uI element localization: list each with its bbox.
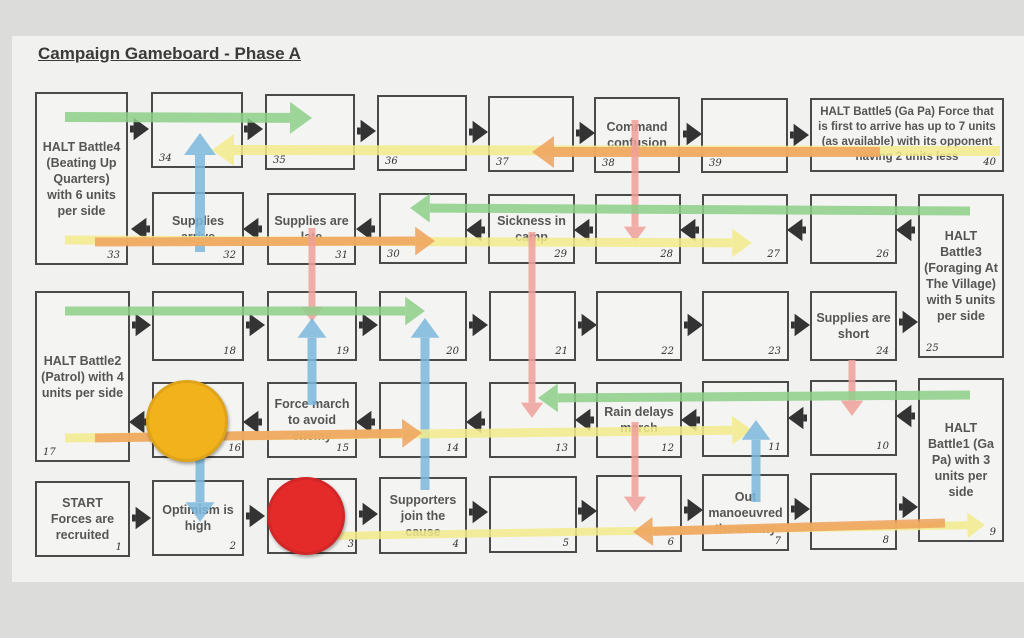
board-space-11[interactable]: 11 bbox=[702, 381, 789, 457]
board-space-33[interactable]: HALT Battle4 (Beating Up Quarters) with … bbox=[35, 92, 128, 265]
space-label: Supporters join the cause bbox=[389, 492, 457, 539]
space-number: 11 bbox=[768, 442, 781, 453]
board-space-13[interactable]: 13 bbox=[489, 382, 576, 458]
space-number: 4 bbox=[452, 539, 459, 550]
board-space-19[interactable]: 19 bbox=[267, 291, 357, 361]
space-number: 2 bbox=[229, 541, 236, 552]
board-space-25[interactable]: HALT Battle3 (Foraging At The Village) w… bbox=[918, 194, 1004, 358]
space-number: 1 bbox=[115, 542, 122, 553]
space-label: Command confusion bbox=[606, 120, 668, 150]
space-number: 29 bbox=[554, 249, 567, 260]
space-number: 17 bbox=[43, 447, 56, 458]
space-label: Supplies are late bbox=[274, 214, 349, 244]
space-label: Optimism is high bbox=[162, 503, 234, 533]
space-label: Out manoeuvred the enemy bbox=[708, 489, 783, 536]
space-label: Force march to avoid enemy bbox=[274, 397, 350, 443]
space-number: 20 bbox=[446, 346, 459, 357]
space-number: 27 bbox=[767, 249, 780, 260]
space-number: 13 bbox=[555, 443, 568, 454]
space-number: 35 bbox=[273, 155, 286, 166]
space-number: 34 bbox=[159, 153, 172, 164]
board-space-10[interactable]: 10 bbox=[810, 380, 897, 456]
space-number: 10 bbox=[876, 441, 889, 452]
space-label: HALT Battle2 (Patrol) with 4 units per s… bbox=[41, 353, 124, 400]
space-number: 38 bbox=[602, 158, 615, 169]
yellow-token[interactable] bbox=[146, 380, 228, 462]
space-number: 39 bbox=[709, 158, 722, 169]
space-number: 19 bbox=[336, 346, 349, 357]
space-number: 24 bbox=[876, 346, 889, 357]
board-space-26[interactable]: 26 bbox=[810, 194, 897, 264]
space-number: 33 bbox=[107, 250, 120, 261]
board-space-23[interactable]: 23 bbox=[702, 291, 789, 361]
board-space-39[interactable]: 39 bbox=[701, 98, 788, 173]
space-number: 36 bbox=[385, 156, 398, 167]
space-number: 16 bbox=[228, 443, 241, 454]
space-number: 22 bbox=[661, 346, 674, 357]
board-space-32[interactable]: Supplies arrive 32 bbox=[152, 192, 244, 265]
space-number: 9 bbox=[989, 527, 996, 538]
board-space-14[interactable]: 14 bbox=[379, 382, 467, 458]
space-number: 21 bbox=[555, 346, 568, 357]
space-label: HALT Battle3 (Foraging At The Village) w… bbox=[924, 229, 998, 323]
board-space-35[interactable]: 35 bbox=[265, 94, 355, 170]
board-space-30[interactable]: 30 bbox=[379, 193, 467, 264]
space-number: 30 bbox=[387, 249, 400, 260]
space-number: 14 bbox=[446, 443, 459, 454]
red-token[interactable] bbox=[267, 477, 345, 555]
board-space-12[interactable]: Rain delays march 12 bbox=[596, 382, 682, 458]
space-number: 7 bbox=[774, 536, 781, 547]
space-label: Sickness in camp bbox=[497, 214, 566, 244]
space-number: 28 bbox=[660, 249, 673, 260]
space-label: HALT Battle5 (Ga Pa) Force that is first… bbox=[818, 106, 996, 163]
board-space-8[interactable]: 8 bbox=[810, 473, 897, 550]
space-label: Supplies arrive bbox=[171, 213, 225, 244]
board-space-6[interactable]: 6 bbox=[596, 475, 682, 552]
space-number: 37 bbox=[496, 157, 509, 168]
board-space-20[interactable]: 20 bbox=[379, 291, 467, 361]
space-number: 8 bbox=[882, 535, 889, 546]
space-number: 23 bbox=[768, 346, 781, 357]
board-space-38[interactable]: Command confusion 38 bbox=[594, 97, 680, 173]
space-label: START Forces are recruited bbox=[50, 496, 115, 542]
space-number: 5 bbox=[562, 538, 569, 549]
space-label: Rain delays march bbox=[604, 405, 674, 435]
space-number: 12 bbox=[661, 443, 674, 454]
space-number: 6 bbox=[667, 537, 674, 548]
board-space-37[interactable]: 37 bbox=[488, 96, 574, 172]
board-title: Campaign Gameboard - Phase A bbox=[38, 44, 301, 63]
space-number: 32 bbox=[223, 250, 236, 261]
board-space-21[interactable]: 21 bbox=[489, 291, 576, 361]
space-number: 26 bbox=[876, 249, 889, 260]
space-number: 3 bbox=[347, 539, 354, 550]
space-number: 18 bbox=[223, 346, 236, 357]
board-space-36[interactable]: 36 bbox=[377, 95, 467, 171]
board-space-31[interactable]: Supplies are late 31 bbox=[267, 193, 356, 265]
board-space-22[interactable]: 22 bbox=[596, 291, 682, 361]
board-space-28[interactable]: 28 bbox=[595, 194, 681, 264]
space-number: 15 bbox=[336, 443, 349, 454]
space-label: Supplies are short bbox=[816, 311, 891, 341]
space-number: 40 bbox=[983, 157, 996, 168]
board-space-2[interactable]: Optimism is high 2 bbox=[152, 480, 244, 556]
board-space-5[interactable]: 5 bbox=[489, 476, 577, 553]
board-space-17[interactable]: HALT Battle2 (Patrol) with 4 units per s… bbox=[35, 291, 130, 462]
space-label: HALT Battle4 (Beating Up Quarters) with … bbox=[42, 139, 121, 218]
board-space-18[interactable]: 18 bbox=[152, 291, 244, 361]
space-number: 25 bbox=[926, 343, 939, 354]
board-space-24[interactable]: Supplies are short 24 bbox=[810, 291, 897, 361]
space-number: 31 bbox=[335, 250, 348, 261]
board-space-27[interactable]: 27 bbox=[702, 194, 788, 264]
board-space-9[interactable]: HALT Battle1 (Ga Pa) with 3 units per si… bbox=[918, 378, 1004, 542]
board-space-40[interactable]: HALT Battle5 (Ga Pa) Force that is first… bbox=[810, 98, 1004, 172]
board-space-34[interactable]: 34 bbox=[151, 92, 243, 168]
board-space-29[interactable]: Sickness in camp 29 bbox=[488, 194, 575, 264]
space-label: HALT Battle1 (Ga Pa) with 3 units per si… bbox=[928, 421, 994, 499]
